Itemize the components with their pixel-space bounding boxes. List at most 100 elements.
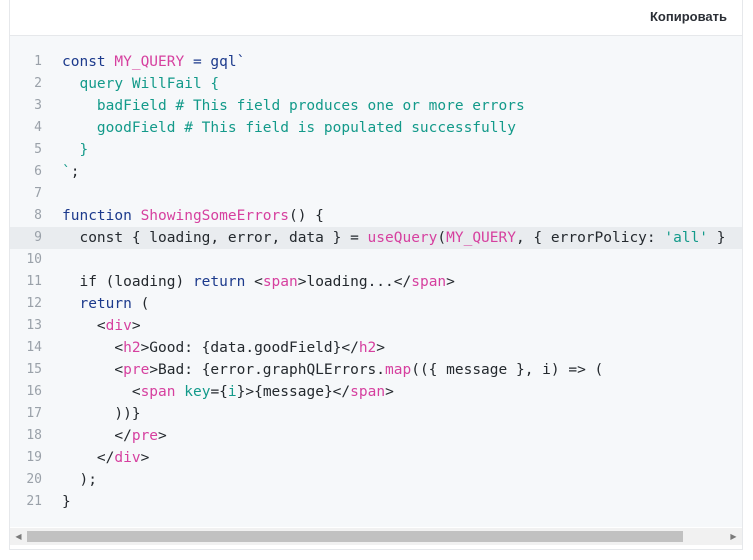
code-line: 10 bbox=[10, 249, 742, 271]
code-line: 7 bbox=[10, 183, 742, 205]
line-number: 9 bbox=[34, 230, 42, 245]
code-token: ( bbox=[131, 296, 150, 312]
code-token: key bbox=[184, 384, 211, 400]
code-line: 3 badField # This field produces one or … bbox=[10, 95, 742, 117]
code-token: < bbox=[62, 384, 141, 400]
line-number: 20 bbox=[26, 472, 42, 487]
code-token: if (loading) bbox=[62, 274, 193, 290]
code-token: < bbox=[62, 340, 124, 356]
code-token: ))} bbox=[62, 406, 141, 422]
code-token: badField # This field produces one or mo… bbox=[62, 98, 525, 114]
code-line: 17 ))} bbox=[10, 403, 742, 425]
code-line: 5 } bbox=[10, 139, 742, 161]
line-number: 8 bbox=[34, 208, 42, 223]
code-token: return bbox=[192, 274, 246, 290]
code-text: </pre> bbox=[62, 425, 166, 447]
code-token: map bbox=[385, 362, 412, 378]
code-token: > bbox=[446, 274, 455, 290]
code-text: <pre>Bad: {error.graphQLErrors.map(({ me… bbox=[62, 359, 603, 381]
code-token: i bbox=[227, 384, 237, 400]
code-token: } bbox=[62, 142, 89, 158]
line-number: 6 bbox=[34, 164, 42, 179]
code-token: const { loading, error, data } = bbox=[62, 230, 368, 246]
line-number: 13 bbox=[26, 318, 42, 333]
code-token bbox=[176, 384, 185, 400]
code-token: h2 bbox=[358, 340, 377, 356]
code-token: function bbox=[62, 208, 141, 224]
code-token: ShowingSomeErrors bbox=[140, 208, 289, 224]
code-token: }>{message}</ bbox=[236, 384, 351, 400]
code-token: query WillFail { bbox=[62, 76, 220, 92]
code-line: 14 <h2>Good: {data.goodField}</h2> bbox=[10, 337, 742, 359]
code-token: pre bbox=[123, 362, 150, 378]
arrow-left-icon[interactable]: ◀ bbox=[15, 531, 22, 541]
line-number: 21 bbox=[26, 494, 42, 509]
code-token: </ bbox=[62, 428, 132, 444]
code-token: < bbox=[62, 318, 106, 334]
code-line: 9 const { loading, error, data } = useQu… bbox=[10, 227, 742, 249]
line-number: 19 bbox=[26, 450, 42, 465]
line-number: 3 bbox=[34, 98, 42, 113]
code-token: > bbox=[140, 450, 150, 466]
line-number: 5 bbox=[34, 142, 42, 157]
code-text: } bbox=[62, 139, 88, 161]
code-token: div bbox=[105, 318, 132, 334]
code-token: span bbox=[262, 274, 298, 290]
line-number: 14 bbox=[26, 340, 42, 355]
code-token: >loading...</ bbox=[297, 274, 412, 290]
code-toolbar: Копировать bbox=[10, 0, 742, 36]
code-token: div bbox=[114, 450, 141, 466]
code-text: query WillFail { bbox=[62, 73, 219, 95]
code-token: () { bbox=[288, 208, 324, 224]
code-token: ( bbox=[437, 230, 447, 246]
code-token: < bbox=[62, 362, 124, 378]
line-number: 11 bbox=[26, 274, 42, 289]
code-line: 2 query WillFail { bbox=[10, 73, 742, 95]
code-token: MY_QUERY bbox=[114, 54, 185, 70]
code-text: <h2>Good: {data.goodField}</h2> bbox=[62, 337, 385, 359]
code-token: return bbox=[79, 296, 132, 312]
code-line: 4 goodField # This field is populated su… bbox=[10, 117, 742, 139]
code-line: 18 </pre> bbox=[10, 425, 742, 447]
code-token: ` bbox=[62, 164, 71, 180]
code-token: ); bbox=[62, 472, 97, 488]
code-token: ={ bbox=[210, 384, 228, 400]
code-text: const MY_QUERY = gql` bbox=[62, 51, 245, 73]
code-token: > bbox=[376, 340, 386, 356]
code-line: 12 return ( bbox=[10, 293, 742, 315]
scrollbar-thumb[interactable] bbox=[27, 531, 683, 542]
copy-button[interactable]: Копировать bbox=[650, 7, 727, 27]
code-token: </ bbox=[62, 450, 115, 466]
code-line: 13 <div> bbox=[10, 315, 742, 337]
code-line: 20 ); bbox=[10, 469, 742, 491]
code-token: const bbox=[62, 54, 115, 70]
code-text: return ( bbox=[62, 293, 149, 315]
code-token: goodField # This field is populated succ… bbox=[62, 120, 516, 136]
code-token: MY_QUERY bbox=[446, 230, 516, 246]
code-line: 8 function ShowingSomeErrors() { bbox=[10, 205, 742, 227]
line-number: 12 bbox=[26, 296, 42, 311]
code-token: >Good: {data.goodField}</ bbox=[140, 340, 359, 356]
code-line: 15 <pre>Bad: {error.graphQLErrors.map(({… bbox=[10, 359, 742, 381]
code-text: goodField # This field is populated succ… bbox=[62, 117, 516, 139]
line-number: 18 bbox=[26, 428, 42, 443]
code-token: 'all' bbox=[664, 230, 709, 246]
arrow-right-icon[interactable]: ▶ bbox=[730, 531, 737, 541]
code-token: = gql` bbox=[184, 54, 246, 70]
code-token: < bbox=[245, 274, 263, 290]
code-token: span bbox=[411, 274, 447, 290]
horizontal-scrollbar[interactable]: ◀ ▶ bbox=[10, 528, 742, 545]
code-token: h2 bbox=[123, 340, 141, 356]
code-text: if (loading) return <span>loading...</sp… bbox=[62, 271, 455, 293]
code-token bbox=[62, 296, 79, 312]
code-text: } bbox=[62, 491, 71, 513]
code-line: 16 <span key={i}>{message}</span> bbox=[10, 381, 742, 403]
code-text: `; bbox=[62, 161, 79, 183]
code-token: span bbox=[350, 384, 386, 400]
code-token: } bbox=[62, 494, 71, 510]
code-line: 21} bbox=[10, 491, 742, 513]
line-number: 7 bbox=[34, 186, 42, 201]
